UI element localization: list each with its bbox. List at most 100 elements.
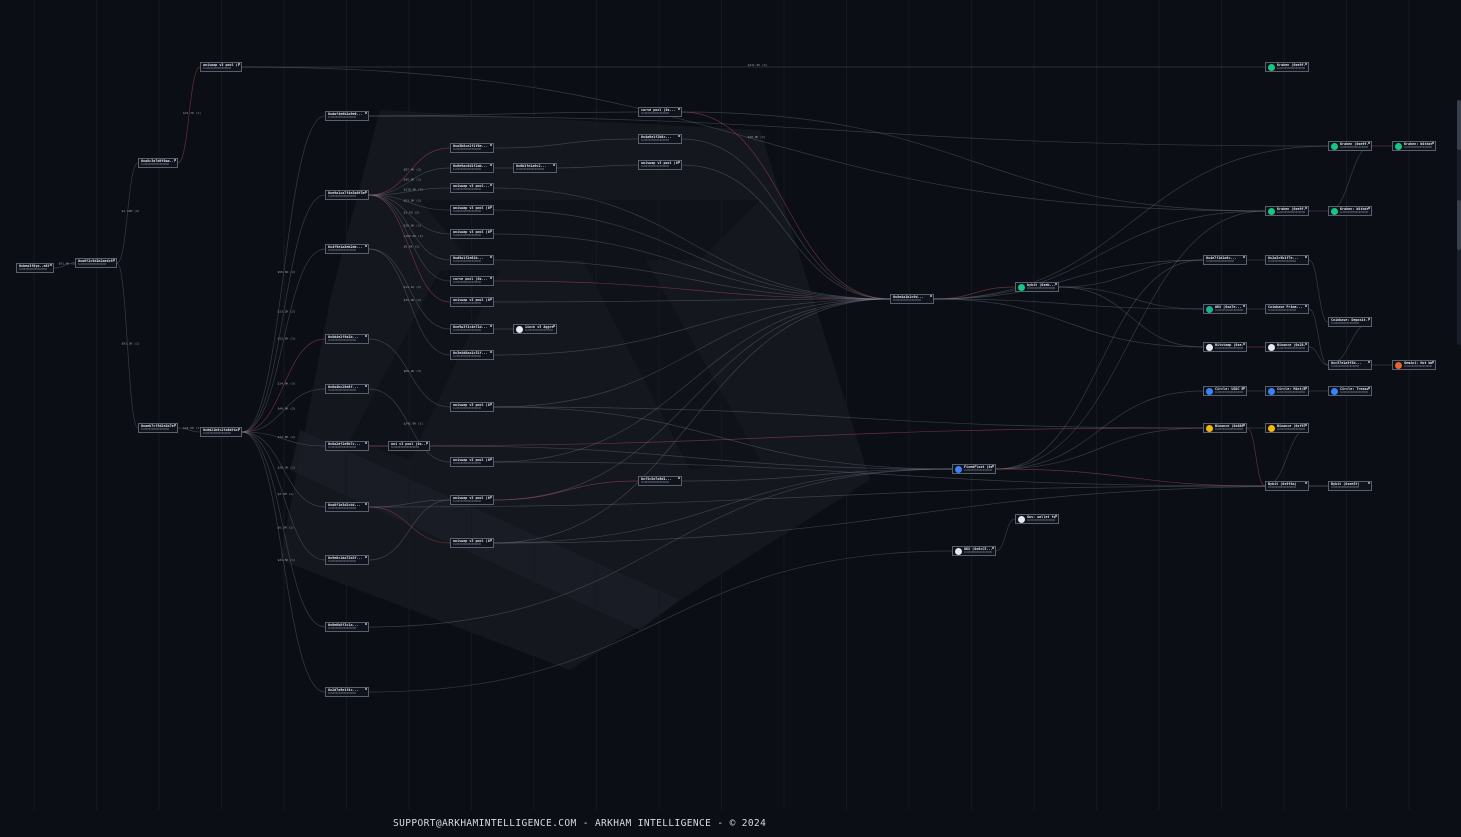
- graph-node[interactable]: 0xdaf4e8b2a9e0...0x0000000000000000: [325, 111, 369, 121]
- graph-node[interactable]: Circle: Mint/Burn...0x0000000000000000: [1265, 386, 1309, 396]
- node-expand-handle[interactable]: [1243, 387, 1245, 389]
- graph-node[interactable]: 0x8a2df1e9b7c...0x0000000000000000: [325, 441, 369, 451]
- graph-node[interactable]: Binance (0x8894)0x0000000000000000: [1203, 423, 1247, 433]
- flow-edge[interactable]: [116, 162, 139, 264]
- flow-edge[interactable]: [241, 115, 326, 433]
- node-expand-handle[interactable]: [1368, 142, 1370, 144]
- flow-edge[interactable]: [995, 259, 1204, 470]
- graph-node[interactable]: Bybit (0xee5f)0x0000000000000000: [1328, 481, 1372, 491]
- flow-edge[interactable]: [681, 164, 891, 300]
- flow-edge[interactable]: [995, 210, 1266, 470]
- flow-edge[interactable]: [368, 338, 451, 408]
- node-expand-handle[interactable]: [50, 264, 52, 266]
- graph-node[interactable]: 0x4e7f1d2a9c...0x0000000000000000: [1203, 255, 1247, 265]
- node-expand-handle[interactable]: [1243, 256, 1245, 258]
- flow-edge[interactable]: [177, 427, 201, 433]
- flow-edge[interactable]: [493, 298, 891, 408]
- flow-edge[interactable]: [493, 468, 953, 544]
- graph-node[interactable]: 0x6e9ac8d1f2ab...0x0000000000000000: [450, 163, 494, 173]
- node-expand-handle[interactable]: [490, 351, 492, 353]
- graph-node[interactable]: 0x4f9e1a8eb2de...0x0000000000000000: [325, 244, 369, 254]
- flow-edge[interactable]: [368, 506, 451, 544]
- flow-edge[interactable]: [933, 210, 1266, 300]
- flow-edge[interactable]: [681, 468, 953, 482]
- node-expand-handle[interactable]: [490, 184, 492, 186]
- node-expand-handle[interactable]: [1243, 305, 1245, 307]
- graph-node[interactable]: 1inch v5 Aggreg...0x0000000000000000: [513, 324, 557, 334]
- node-expand-handle[interactable]: [553, 164, 555, 166]
- node-expand-handle[interactable]: [1055, 283, 1057, 285]
- flow-edge[interactable]: [368, 485, 1266, 508]
- node-expand-handle[interactable]: [490, 458, 492, 460]
- node-expand-handle[interactable]: [1432, 361, 1434, 363]
- flow-edge[interactable]: [493, 480, 639, 501]
- node-expand-handle[interactable]: [1305, 482, 1307, 484]
- node-expand-handle[interactable]: [1243, 343, 1245, 345]
- graph-node[interactable]: uniswap v3 pool (0...0x0000000000000000: [638, 160, 682, 170]
- graph-node[interactable]: Kraken (0xe9f...0x0000000000000000: [1265, 62, 1309, 72]
- graph-node[interactable]: uniswap v3 pool (0...0x0000000000000000: [450, 538, 494, 548]
- flow-edge[interactable]: [241, 431, 326, 447]
- node-expand-handle[interactable]: [365, 623, 367, 625]
- flow-edge[interactable]: [493, 209, 891, 300]
- flow-edge[interactable]: [1308, 346, 1329, 366]
- flow-edge[interactable]: [116, 262, 139, 429]
- flow-edge[interactable]: [241, 338, 326, 433]
- flow-edge[interactable]: [241, 194, 326, 433]
- flow-edge[interactable]: [1246, 427, 1266, 487]
- graph-node[interactable]: Circle: USDC Redeem...0x0000000000000000: [1203, 386, 1247, 396]
- graph-node[interactable]: uniswap v3 pool (0...0x0000000000000000: [450, 457, 494, 467]
- graph-node[interactable]: uniswap v3 pool (0...0x0000000000000000: [200, 62, 242, 72]
- flow-edge[interactable]: [995, 468, 1266, 487]
- graph-node[interactable]: 0x4a6e1f2b8c...0x0000000000000000: [638, 134, 682, 144]
- scrollbar-thumb[interactable]: [1457, 100, 1461, 150]
- flow-edge[interactable]: [933, 259, 1204, 300]
- graph-node[interactable]: 0x3e4d8aa1c51f...0x0000000000000000: [450, 350, 494, 360]
- graph-node[interactable]: FixedFloat (0xe...0x0000000000000000: [952, 464, 996, 474]
- node-expand-handle[interactable]: [553, 325, 555, 327]
- graph-node[interactable]: Binance (0xf97e)0x0000000000000000: [1265, 423, 1309, 433]
- flow-edge[interactable]: [1308, 259, 1329, 323]
- graph-node[interactable]: 0xa8f1e3d2cb4...0x0000000000000000: [325, 502, 369, 512]
- node-expand-handle[interactable]: [490, 403, 492, 405]
- flow-edge[interactable]: [368, 388, 451, 463]
- node-expand-handle[interactable]: [490, 539, 492, 541]
- flow-edge[interactable]: [368, 194, 451, 211]
- node-expand-handle[interactable]: [490, 230, 492, 232]
- flow-edge[interactable]: [241, 248, 326, 433]
- node-expand-handle[interactable]: [1432, 142, 1434, 144]
- flow-edge[interactable]: [241, 431, 326, 693]
- flow-edge[interactable]: [933, 145, 1329, 300]
- node-expand-handle[interactable]: [1305, 256, 1307, 258]
- node-expand-handle[interactable]: [238, 428, 240, 430]
- node-expand-handle[interactable]: [1305, 387, 1307, 389]
- flow-edge[interactable]: [368, 194, 451, 261]
- node-expand-handle[interactable]: [490, 325, 492, 327]
- graph-node[interactable]: 0x0d21b9c2fa9df4ce...0x0000000000000000: [200, 427, 242, 437]
- flow-edge[interactable]: [493, 298, 891, 463]
- flow-edge[interactable]: [368, 550, 953, 693]
- flow-edge[interactable]: [493, 138, 639, 149]
- graph-node[interactable]: uniswap v3 pool (0...0x0000000000000000: [450, 205, 494, 215]
- flow-edge[interactable]: [241, 66, 1266, 212]
- graph-node[interactable]: curve pool (0x...0x0000000000000000: [638, 107, 682, 117]
- flow-edge[interactable]: [493, 406, 953, 470]
- graph-node[interactable]: Kraken: Withdraw...0x0000000000000000: [1328, 206, 1372, 216]
- flow-edge[interactable]: [1308, 308, 1329, 366]
- node-expand-handle[interactable]: [365, 688, 367, 690]
- flow-edge[interactable]: [493, 298, 891, 303]
- graph-node[interactable]: uni v3 pool (0x...0x0000000000000000: [388, 441, 430, 451]
- flow-edge[interactable]: [241, 388, 326, 433]
- flow-edge[interactable]: [368, 194, 451, 235]
- graph-node[interactable]: uniswap v3 pool (0...0x0000000000000000: [450, 297, 494, 307]
- flow-edge[interactable]: [368, 147, 451, 196]
- node-expand-handle[interactable]: [678, 135, 680, 137]
- node-expand-handle[interactable]: [930, 295, 932, 297]
- graph-node[interactable]: 0x9e0c1da72b3f...0x0000000000000000: [325, 555, 369, 565]
- graph-node[interactable]: Coinbase Prime...0x0000000000000000: [1265, 304, 1309, 314]
- node-expand-handle[interactable]: [1368, 318, 1370, 320]
- node-expand-handle[interactable]: [365, 556, 367, 558]
- node-expand-handle[interactable]: [678, 108, 680, 110]
- node-expand-handle[interactable]: [365, 245, 367, 247]
- flow-edge[interactable]: [368, 187, 451, 196]
